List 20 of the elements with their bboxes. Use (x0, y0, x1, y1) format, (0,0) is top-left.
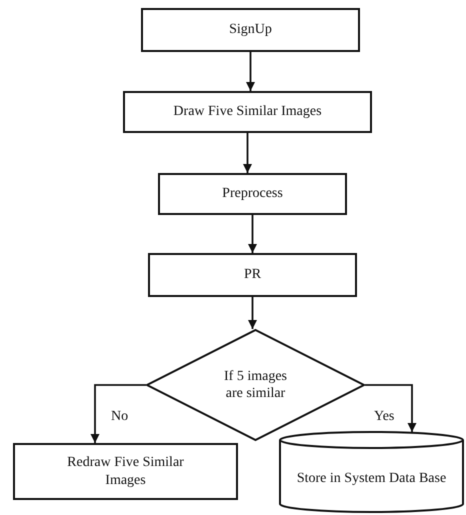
arrow (248, 215, 257, 253)
decision-diamond (146, 329, 365, 441)
node-text: Preprocess (222, 185, 283, 203)
process-box (158, 173, 347, 215)
arrow (243, 133, 252, 173)
arrow (365, 384, 416, 432)
process-box (148, 253, 357, 297)
arrow (248, 297, 257, 329)
arrow (90, 384, 146, 443)
process-box (123, 91, 372, 133)
database-cylinder (279, 432, 464, 512)
node-text: SignUp (229, 21, 272, 39)
node-text: Store in System Data Base (296, 470, 446, 488)
process-box (141, 8, 360, 52)
node-text: PR (244, 266, 262, 284)
process-box (13, 443, 238, 500)
arrow (246, 52, 255, 91)
node-text: Redraw Five Similar Images (66, 454, 185, 489)
node-text: If 5 images are similar (223, 368, 288, 402)
node-text: Draw Five Similar Images (173, 103, 322, 121)
